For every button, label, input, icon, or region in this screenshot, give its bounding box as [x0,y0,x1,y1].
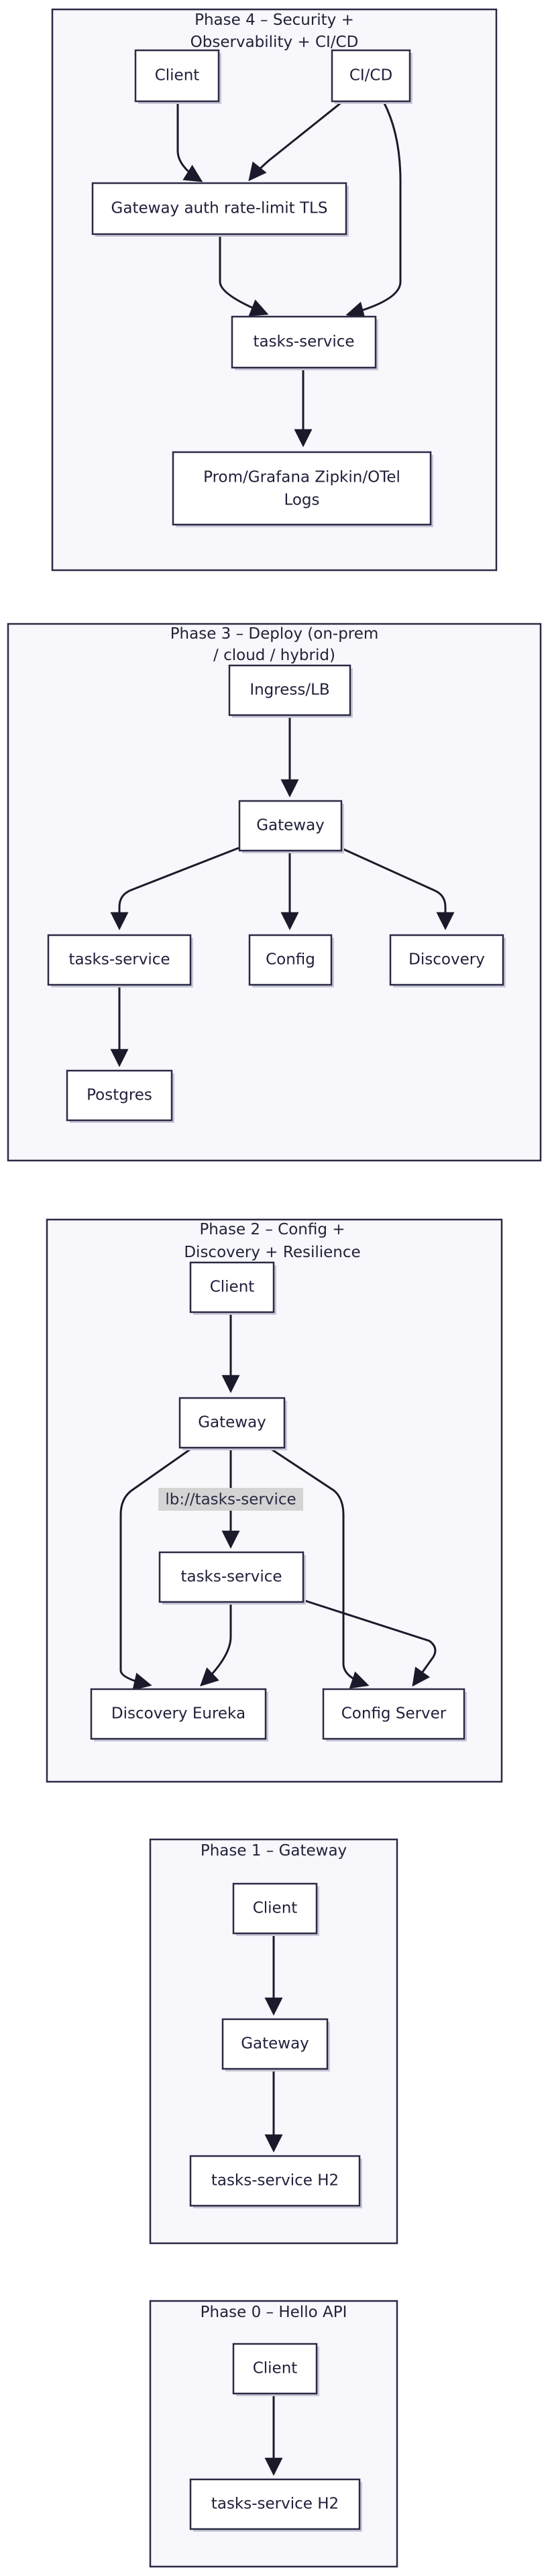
node-phase4-tasks[interactable]: tasks-service [231,315,378,370]
node-phase3-config-label: Config [266,951,315,969]
node-phase4-observability-label-line2: Logs [284,492,319,509]
cluster-phase3-title-line1: Phase 3 – Deploy (on-prem [170,625,379,643]
node-phase3-ingress[interactable]: Ingress/LB [228,664,353,718]
edge-gateway-to-discovery [340,847,455,930]
node-phase4-client-label: Client [155,67,200,85]
edge-gateway-to-tasks [219,235,269,317]
cluster-phase1: Phase 1 – Gateway Client Gateway tasks-s… [149,1838,398,2245]
cluster-phase3-title-line2: / cloud / hybrid) [213,647,335,664]
node-phase2-config-server-label: Config Server [341,1705,447,1723]
cluster-phase0-title: Phase 0 – Hello API [201,2304,347,2321]
edge-label-lb-text: lb://tasks-service [165,1491,296,1509]
node-phase4-observability-label-line1: Prom/Grafana Zipkin/OTel [203,469,400,486]
edge-gateway-to-config-server [266,1445,370,1689]
edge-cicd-to-tasks [345,101,402,319]
node-phase4-gateway[interactable]: Gateway auth rate-limit TLS [91,182,349,237]
node-phase1-tasks-label: tasks-service H2 [211,2172,339,2190]
node-phase3-config[interactable]: Config [248,934,334,987]
node-phase0-tasks-label: tasks-service H2 [211,2496,339,2513]
node-phase3-discovery[interactable]: Discovery [389,934,506,987]
cluster-phase2-title-line1: Phase 2 – Config + [199,1221,345,1238]
edge-cicd-to-gateway [248,101,343,182]
node-phase3-tasks-label: tasks-service [68,951,170,969]
edge-tasks-to-eureka [200,1603,232,1686]
node-phase2-eureka-label: Discovery Eureka [111,1705,245,1723]
node-phase4-observability[interactable]: Prom/Grafana Zipkin/OTel Logs [172,451,433,527]
node-phase0-client[interactable]: Client [232,2343,319,2396]
node-phase1-client-label: Client [253,1900,298,1917]
node-phase4-cicd-label: CI/CD [349,67,392,85]
edge-gateway-to-tasks [110,847,239,930]
cluster-phase1-title: Phase 1 – Gateway [201,1842,347,1860]
node-phase4-tasks-label: tasks-service [253,333,354,351]
node-phase2-config-server[interactable]: Config Server [322,1688,467,1741]
node-phase1-gateway[interactable]: Gateway [221,2018,330,2072]
edge-tasks-to-config-server [300,1598,437,1687]
node-phase3-ingress-label: Ingress/LB [250,682,329,699]
node-phase1-tasks[interactable]: tasks-service H2 [189,2155,362,2208]
cluster-phase3: Phase 3 – Deploy (on-prem / cloud / hybr… [7,623,542,1162]
node-phase2-gateway-label: Gateway [198,1414,266,1432]
edge-gateway-to-eureka [119,1445,195,1690]
cluster-phase2-title-line2: Discovery + Resilience [184,1244,360,1261]
node-phase2-gateway[interactable]: Gateway [178,1397,287,1450]
node-phase0-tasks[interactable]: tasks-service H2 [189,2478,362,2532]
node-phase3-gateway-label: Gateway [256,817,325,835]
node-phase1-gateway-label: Gateway [241,2035,309,2053]
node-phase3-postgres[interactable]: Postgres [66,1069,174,1123]
node-phase3-postgres-label: Postgres [87,1087,152,1104]
node-phase2-tasks-label: tasks-service [180,1568,282,1586]
node-phase3-tasks[interactable]: tasks-service [47,934,193,987]
node-phase4-gateway-label: Gateway auth rate-limit TLS [111,200,328,217]
node-phase2-eureka[interactable]: Discovery Eureka [90,1688,268,1741]
node-phase4-cicd[interactable]: CI/CD [331,49,412,104]
edge-client-to-gateway [176,102,203,182]
node-phase3-discovery-label: Discovery [408,951,485,969]
node-phase1-client[interactable]: Client [232,1882,319,1936]
node-phase2-client[interactable]: Client [189,1261,276,1315]
cluster-phase4-title-line1: Phase 4 – Security + [195,11,354,29]
cluster-phase4-title-line2: Observability + CI/CD [190,34,359,51]
cluster-phase0: Phase 0 – Hello API Client tasks-service… [149,2300,398,2568]
node-phase0-client-label: Client [253,2360,298,2377]
edge-label-lb: lb://tasks-service [158,1488,303,1511]
node-phase2-client-label: Client [210,1279,255,1296]
node-phase4-client[interactable]: Client [134,49,221,104]
node-phase3-gateway[interactable]: Gateway [238,800,344,853]
node-phase2-tasks[interactable]: tasks-service [158,1551,306,1605]
cluster-phase4: Phase 4 – Security + Observability + CI/… [51,8,498,572]
cluster-phase2: Phase 2 – Config + Discovery + Resilienc… [46,1218,503,1783]
